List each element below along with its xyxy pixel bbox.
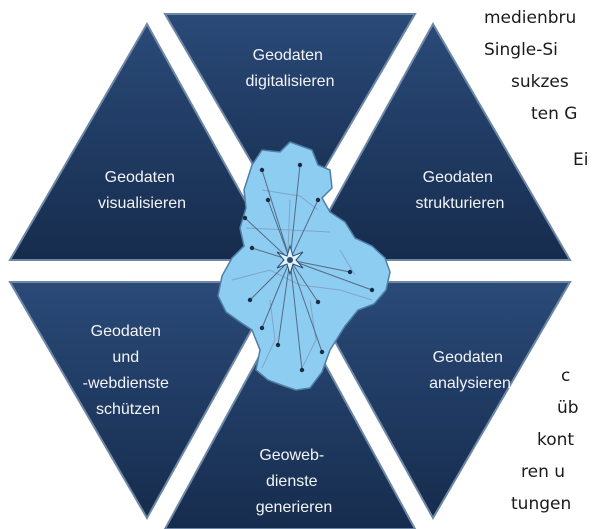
segment-generieren [163,297,417,529]
side-text-line: ren u [521,462,566,482]
label-visualisieren: Geodaten visualisieren [98,169,186,212]
state-map [217,141,391,391]
side-text-line: c [561,366,571,386]
label-line: Geodaten [433,349,503,366]
segment-analysieren [300,281,572,521]
side-text-line: kont [537,430,575,450]
label-line: Geodaten [91,323,161,340]
side-text-line: Single-Si [484,40,558,60]
segment-schuetzen [8,281,280,521]
label-schuetzen: Geodaten und -webdienste schützen [83,323,174,418]
side-text-line: sukzes [511,72,569,92]
label-line: und [112,349,139,366]
label-line: visualisieren [98,195,186,212]
segment-visualisieren [8,21,280,261]
label-line: Geodaten [253,47,323,64]
side-text-line: Ei [573,150,589,170]
label-digitalisieren: Geodaten digitalisieren [246,47,335,90]
side-text-line: üb [557,398,579,418]
label-line: Geoweb- [259,447,324,464]
label-line: Geodaten [105,169,175,186]
label-strukturieren: Geodaten strukturieren [416,169,505,212]
map-rays [244,164,373,371]
label-line: Geodaten [423,169,493,186]
label-line: schützen [96,401,160,418]
side-text-line: medienbru [484,8,577,28]
label-line: dienste [266,473,318,490]
center-star-icon [276,244,304,276]
label-analysieren: Geodaten analysieren [429,349,511,392]
label-line: analysieren [429,375,511,392]
segment-strukturieren [300,21,572,261]
label-line: strukturieren [416,195,505,212]
side-text-line: tungen [511,494,572,514]
label-line: digitalisieren [246,73,335,90]
label-line: generieren [256,499,333,516]
map-nodes [242,162,375,373]
segment-digitalisieren [163,13,417,230]
label-line: -webdienste [83,375,169,392]
label-generieren: Geoweb- dienste generieren [256,447,333,516]
side-text-line: ten G [531,104,578,124]
